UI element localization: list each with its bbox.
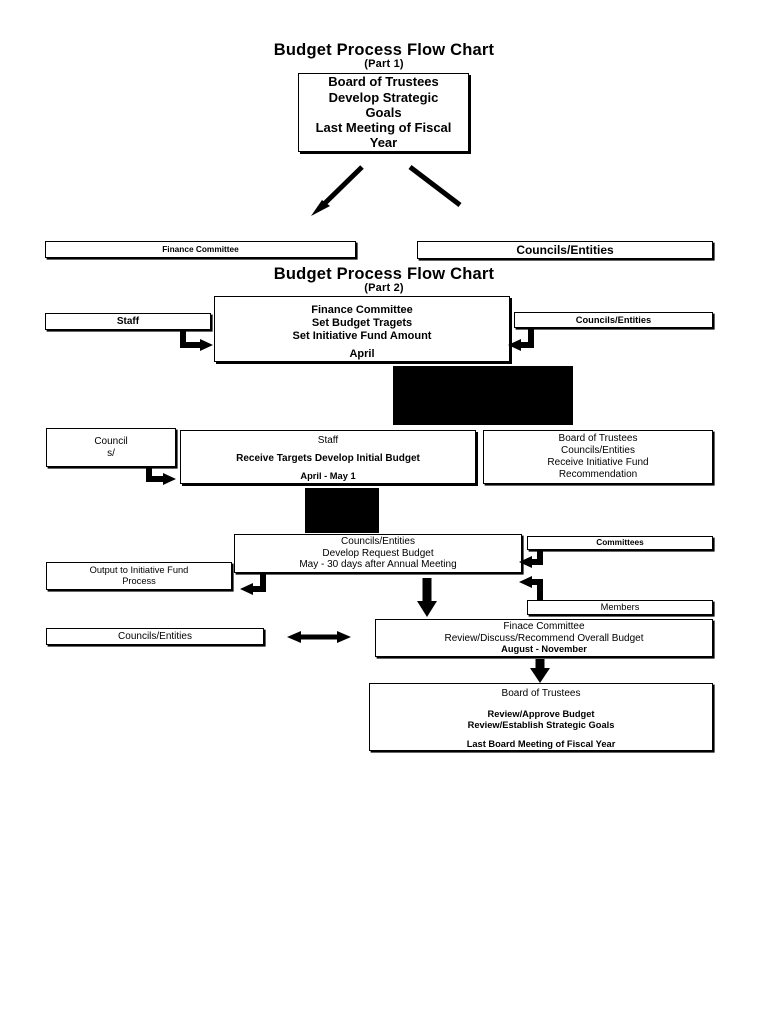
finance-set-targets-line-1: Finance Committee [311, 304, 413, 316]
board-initiative-line-3: Receive Initiative Fund [547, 457, 649, 468]
redaction-block-lower [305, 488, 379, 533]
councils-request-line-3: May - 30 days after Annual Meeting [299, 559, 457, 571]
board-line-3: Goals [365, 104, 402, 120]
finance-review-timing: August - November [501, 644, 587, 655]
board-line-2: Develop Strategic [328, 89, 439, 105]
board-approve-line-2: Review/Approve Budget [487, 709, 595, 720]
connector-committees-to-councils-request [519, 550, 543, 568]
finance-set-targets-line-2: Set Budget Tragets [311, 316, 413, 329]
box-board-of-trustees-strategic[interactable]: Board of Trustees Develop Strategic Goal… [298, 73, 469, 152]
box-part2-councils-entities-top[interactable]: Councils/Entities [514, 312, 713, 328]
box-board-receive-initiative-fund[interactable]: Board of Trustees Councils/Entities Rece… [483, 430, 713, 484]
box-finance-committee-set-targets[interactable]: Finance Committee Set Budget Tragets Set… [214, 296, 510, 362]
redaction-block-upper [393, 366, 573, 425]
board-line-1: Board of Trustees [328, 74, 439, 90]
part2-councils-entities-top-label: Councils/Entities [575, 314, 652, 325]
connector-councils-entities-left-to-finance-review [287, 631, 351, 643]
staff-receive-targets-line-2: Receive Targets Develop Initial Budget [236, 452, 420, 464]
box-part1-finance-committee[interactable]: Finance Committee [45, 241, 356, 258]
part2-title: Budget Process Flow Chart [273, 265, 495, 283]
box-part2-staff[interactable]: Staff [45, 313, 211, 330]
connector-members-to-councils-request [519, 576, 543, 600]
box-councils-develop-request-budget[interactable]: Councils/Entities Develop Request Budget… [234, 534, 522, 573]
part2-subtitle: (Part 2) [364, 282, 404, 294]
box-committees[interactable]: Committees [527, 536, 713, 550]
board-approve-line-4: Last Board Meeting of Fiscal Year [466, 739, 616, 750]
box-staff-receive-targets[interactable]: Staff Receive Targets Develop Initial Bu… [180, 430, 476, 484]
councils-s-line-2: s/ [107, 447, 115, 459]
councils-request-line-2: Develop Request Budget [322, 547, 434, 559]
board-initiative-line-1: Board of Trustees [558, 433, 638, 445]
board-approve-line-1: Board of Trustees [501, 688, 581, 699]
box-board-review-approve-budget[interactable]: Board of Trustees Review/Approve Budget … [369, 683, 713, 751]
councils-request-line-1: Councils/Entities [341, 535, 415, 547]
part2-staff-label: Staff [116, 315, 140, 327]
staff-receive-targets-timing: April - May 1 [300, 470, 356, 481]
board-initiative-line-2: Councils/Entities [561, 445, 635, 457]
board-approve-line-3: Review/Establish Strategic Goals [467, 720, 615, 731]
connector-councils-request-to-finance-review [417, 578, 437, 617]
part1-councils-entities-label: Councils/Entities [516, 242, 614, 257]
members-label: Members [600, 602, 640, 613]
finance-set-targets-line-3: Set Initiative Fund Amount [292, 329, 432, 342]
staff-receive-targets-line-1: Staff [317, 435, 339, 446]
connector-councils-request-to-output [240, 573, 266, 595]
part1-title: Budget Process Flow Chart [273, 41, 495, 59]
box-members[interactable]: Members [527, 600, 713, 615]
connector-staff-to-finance-committee [180, 330, 213, 351]
box-part1-councils-entities[interactable]: Councils/Entities [417, 241, 713, 259]
box-output-to-initiative-fund[interactable]: Output to Initiative Fund Process [46, 562, 232, 590]
councils-s-line-1: Council [94, 435, 128, 447]
output-initiative-line-1: Output to Initiative Fund [89, 565, 189, 576]
board-initiative-line-4: Recommendation [558, 468, 638, 480]
box-finance-committee-review[interactable]: Finace Committee Review/Discuss/Recommen… [375, 619, 713, 657]
connector-board-to-councils-entities [408, 165, 462, 207]
councils-entities-left-label: Councils/Entities [118, 630, 192, 642]
finance-set-targets-timing: April [349, 348, 375, 361]
committees-label: Committees [596, 537, 644, 548]
board-line-4: Last Meeting of Fiscal [315, 120, 452, 136]
connector-councils-entities-to-finance-committee [508, 328, 534, 351]
connector-finance-review-to-board-approve [530, 659, 550, 683]
finance-review-line-1: Finace Committee [503, 620, 585, 632]
box-councils-entities-left[interactable]: Councils/Entities [46, 628, 264, 645]
finance-review-line-2: Review/Discuss/Recommend Overall Budget [444, 632, 644, 644]
part1-finance-committee-label: Finance Committee [162, 243, 239, 254]
output-initiative-line-2: Process [122, 576, 156, 586]
board-line-5: Year [369, 135, 398, 151]
box-councils-s[interactable]: Council s/ [46, 428, 176, 467]
connector-councils-s-to-staff-targets [146, 467, 176, 485]
part1-subtitle: (Part 1) [364, 58, 404, 70]
connector-board-to-finance-committee [311, 165, 364, 216]
